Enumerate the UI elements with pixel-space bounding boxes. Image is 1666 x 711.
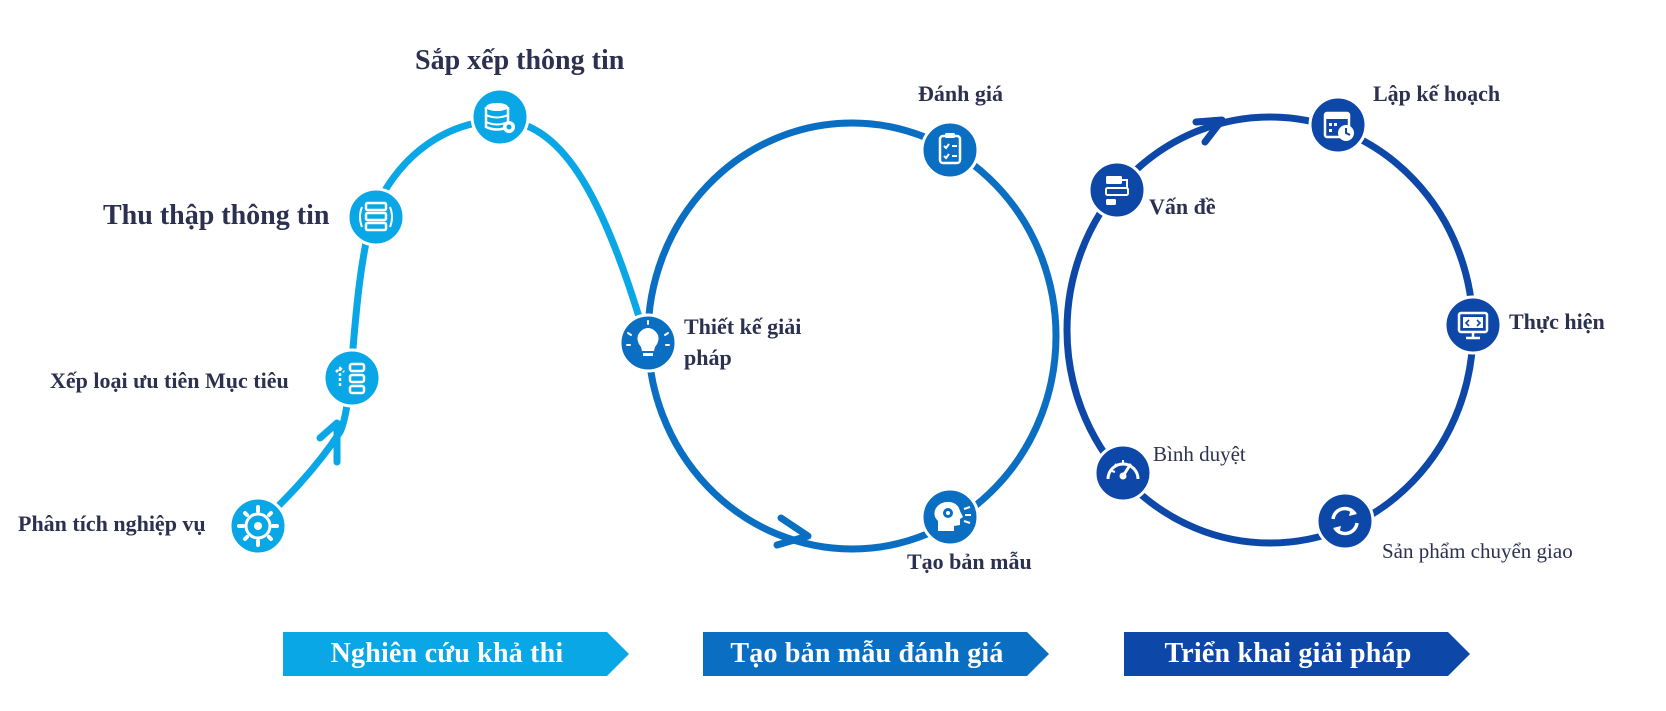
- database-gear-icon: [470, 87, 530, 147]
- refresh-icon: [1315, 491, 1375, 551]
- node-label-thiet-ke-line1: Thiết kế giải: [684, 314, 802, 339]
- node-label-san-pham-chuyen-giao: Sản phẩm chuyển giao: [1382, 539, 1573, 563]
- phase1-arrowhead: [316, 419, 341, 466]
- phase-banner-feasibility: Nghiên cứu khả thi: [283, 632, 629, 676]
- node-label-danh-gia: Đánh giá: [918, 81, 1003, 106]
- gauge-icon: [1093, 443, 1153, 503]
- gear-icon: [228, 496, 288, 556]
- priority-list-icon: [322, 348, 382, 408]
- node-label-lap-ke-hoach: Lập kế hoạch: [1373, 81, 1501, 106]
- lightbulb-icon: [618, 313, 678, 373]
- node-label-thuc-hien: Thực hiện: [1509, 309, 1605, 334]
- node-label-sap-xep-thong-tin: Sắp xếp thông tin: [415, 45, 625, 76]
- phase-banner-prototype: Tạo bản mẫu đánh giá: [703, 632, 1049, 676]
- node-label-thiet-ke-line2: pháp: [684, 345, 732, 370]
- node-label-tao-ban-mau: Tạo bản mẫu: [907, 549, 1032, 574]
- phase3-arrowhead: [1192, 116, 1226, 146]
- node-label-phan-tich-nghiep-vu: Phân tích nghiệp vụ: [18, 511, 206, 536]
- node-label-thiet-ke-giai-phap: Thiết kế giải pháp: [684, 311, 801, 373]
- monitor-code-icon: [1443, 295, 1503, 355]
- head-gears-icon: [920, 487, 980, 547]
- clipboard-check-icon: [920, 120, 980, 180]
- node-label-thu-thap-thong-tin: Thu thập thông tin: [103, 200, 330, 231]
- phase-banner-deployment: Triển khai giải pháp: [1124, 632, 1470, 676]
- calendar-clock-icon: [1308, 95, 1368, 155]
- phase-banner-feasibility-label: Nghiên cứu khả thi: [330, 638, 564, 669]
- node-label-xep-loai-uu-tien: Xếp loại ưu tiên Mục tiêu: [50, 368, 289, 393]
- node-label-van-de: Vấn đề: [1149, 194, 1216, 219]
- phase2-arrowhead: [773, 514, 812, 549]
- server-cloud-icon: [346, 187, 406, 247]
- phase-banner-deployment-label: Triển khai giải pháp: [1164, 638, 1412, 669]
- flowchart-icon: [1087, 160, 1147, 220]
- node-label-binh-duyet: Bình duyệt: [1153, 442, 1246, 466]
- phase-banner-prototype-label: Tạo bản mẫu đánh giá: [730, 638, 1004, 669]
